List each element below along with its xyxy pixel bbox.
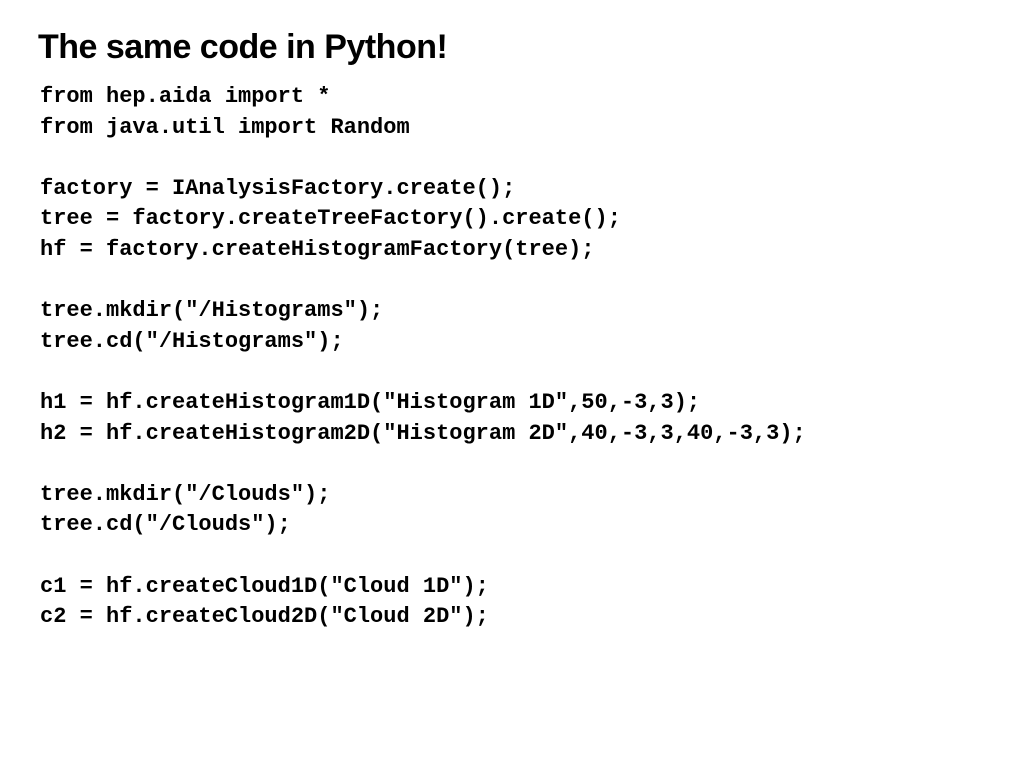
code-line: from java.util import Random [40,114,410,140]
code-line [40,449,1000,480]
slide-title: The same code in Python! [38,28,448,66]
code-block: from hep.aida import * from java.util im… [40,82,1000,633]
code-line: hf = factory.createHistogramFactory(tree… [40,236,595,262]
code-line [40,541,1000,572]
code-line: factory = IAnalysisFactory.create(); [40,175,516,201]
code-line: tree.mkdir("/Histograms"); [40,298,384,324]
code-line: tree = factory.createTreeFactory().creat… [40,206,621,232]
code-line: c1 = hf.createCloud1D("Cloud 1D"); [40,573,489,599]
code-line: h2 = hf.createHistogram2D("Histogram 2D"… [40,420,806,446]
code-line: h1 = hf.createHistogram1D("Histogram 1D"… [40,389,701,415]
code-line [40,357,1000,388]
code-line: from hep.aida import * [40,84,331,109]
code-line: c2 = hf.createCloud2D("Cloud 2D"); [40,604,489,630]
code-line [40,143,1000,174]
code-line: tree.mkdir("/Clouds"); [40,481,331,507]
code-line: tree.cd("/Clouds"); [40,512,291,538]
code-line [40,266,1000,297]
code-line: tree.cd("/Histograms"); [40,328,344,354]
